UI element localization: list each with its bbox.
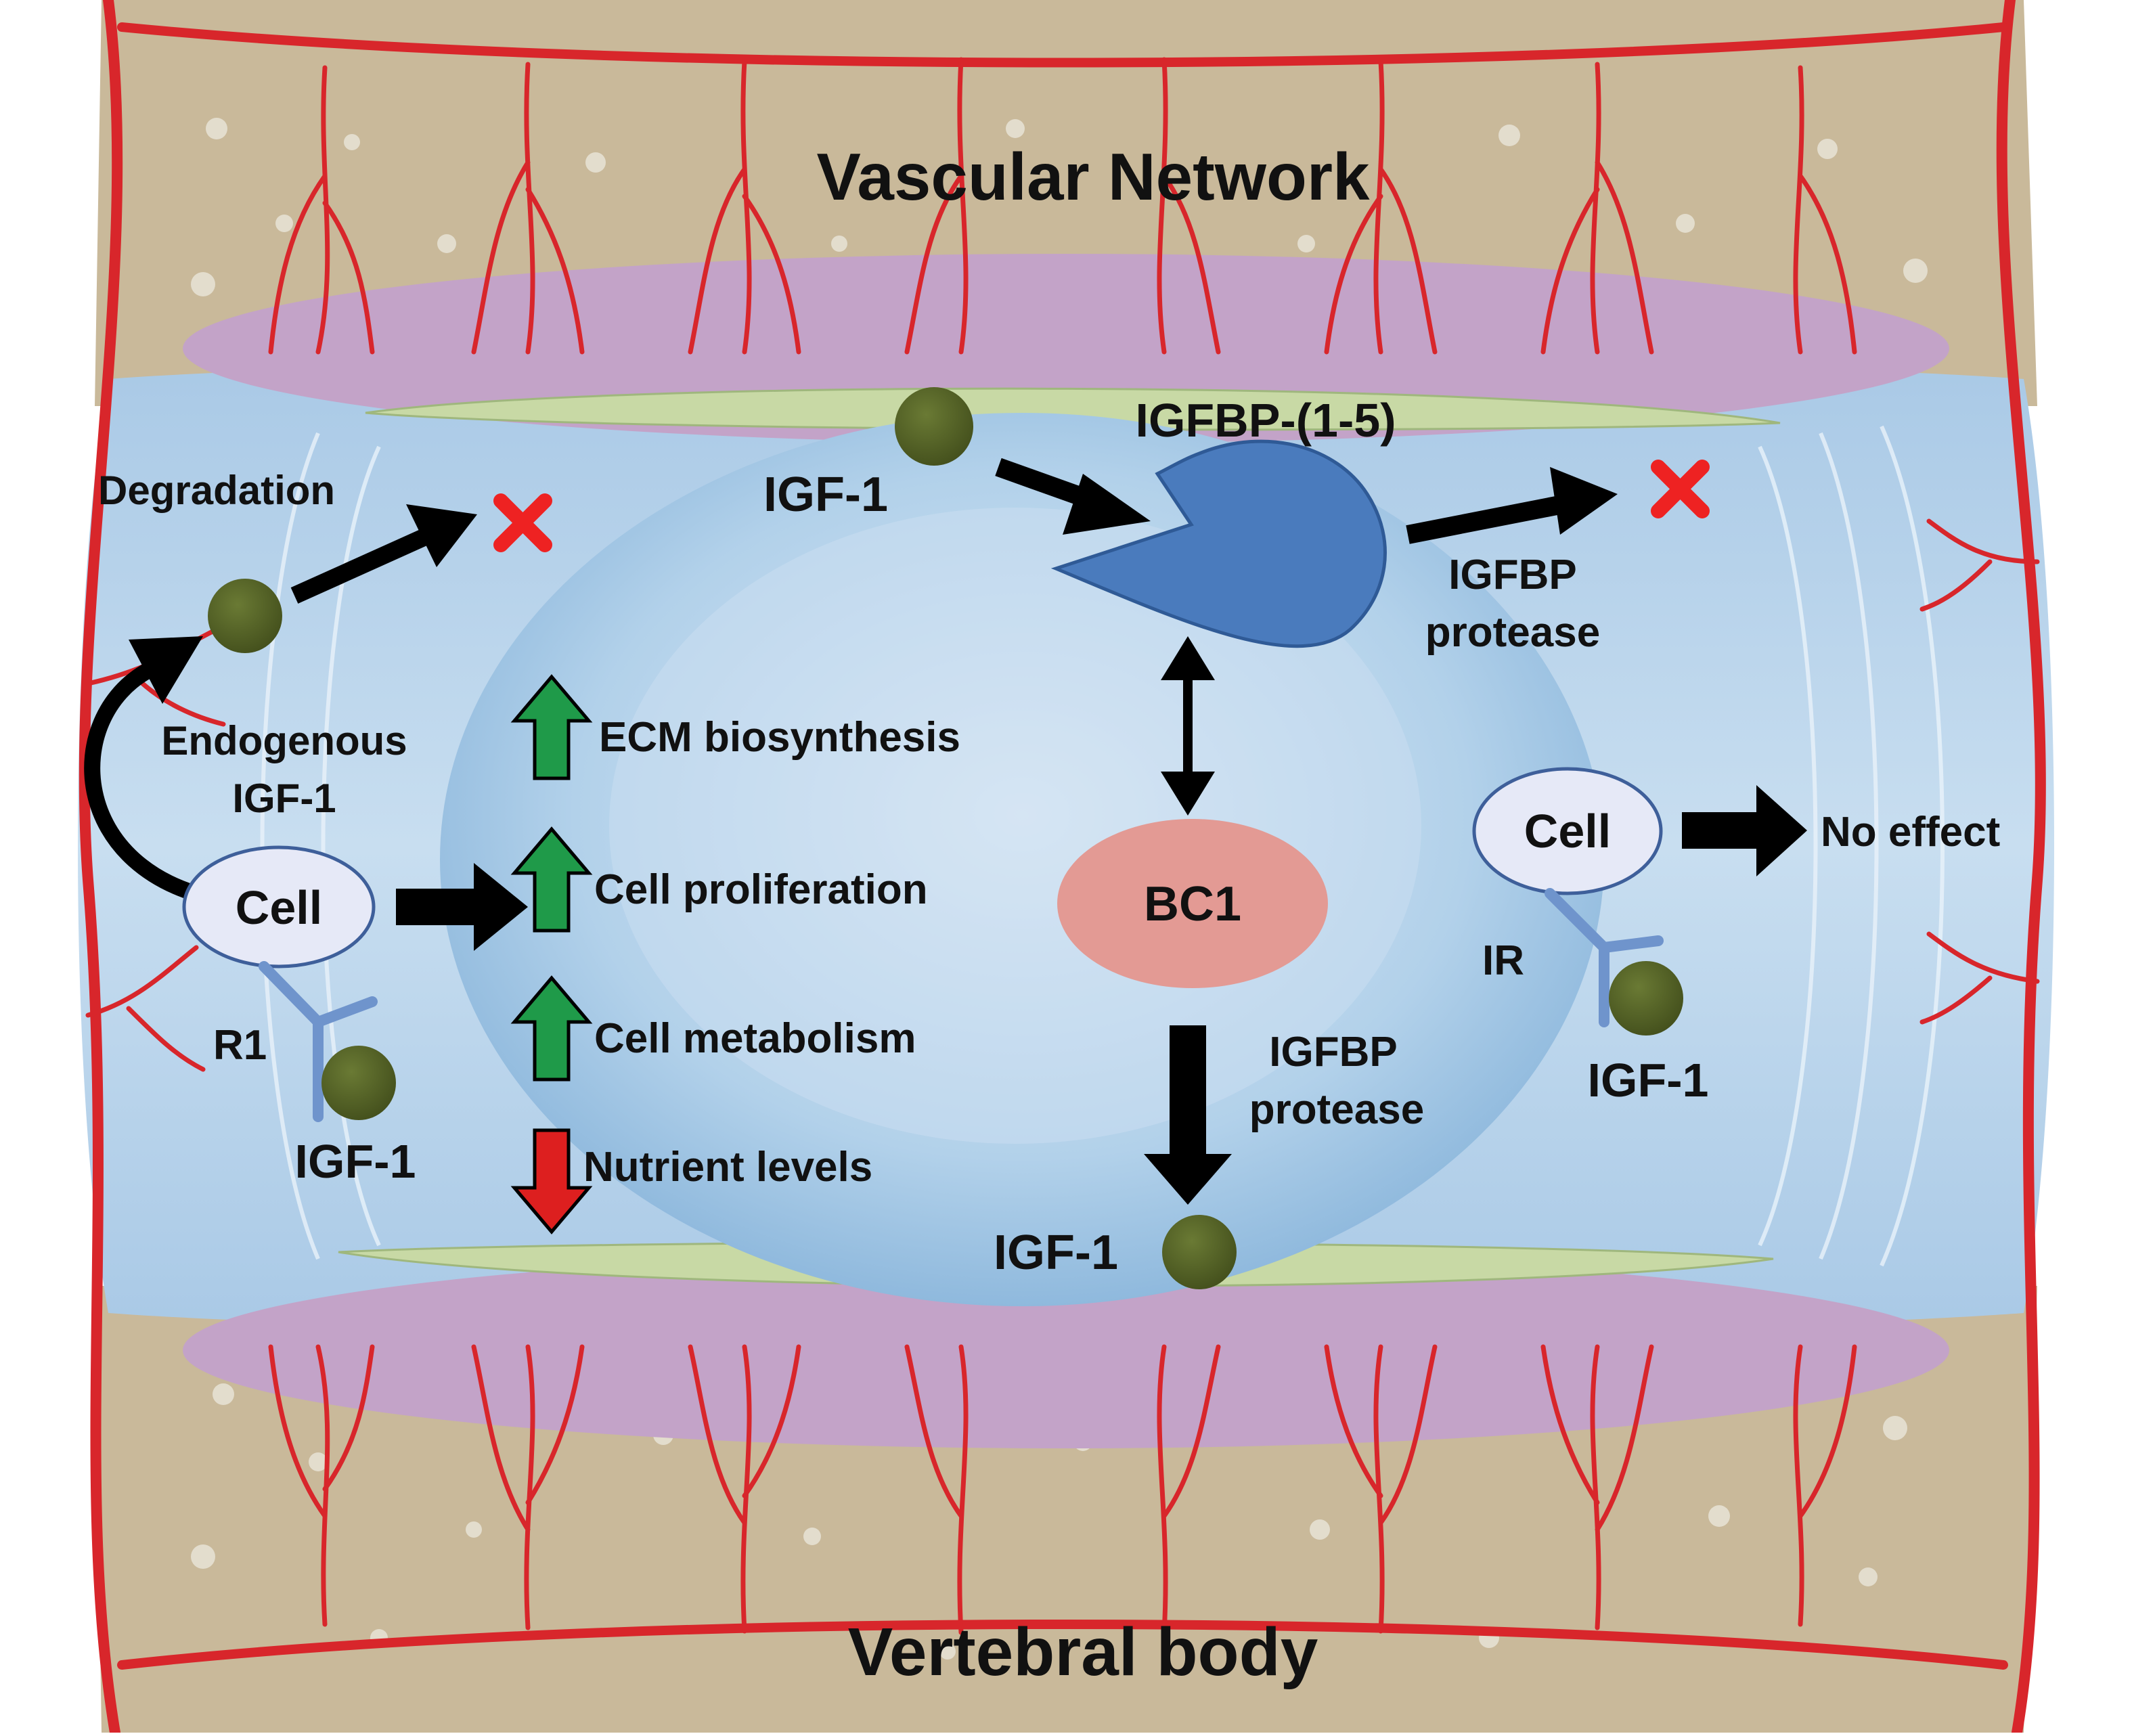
proliferation-up-arrow	[510, 826, 593, 933]
cell-left: Cell	[182, 845, 376, 969]
r1-receptor	[259, 961, 378, 1122]
igf1-left-bottom-label: IGF-1	[295, 1135, 416, 1188]
protease-x-mark	[1651, 460, 1710, 518]
igfbp-protein-shape	[1050, 439, 1387, 648]
bc1-complex: BC1	[1057, 819, 1328, 988]
bc1-label: BC1	[1144, 877, 1241, 931]
igf1-degraded-dot	[208, 579, 282, 653]
metabolism-up-arrow	[510, 975, 593, 1082]
igf1-released-dot	[1162, 1215, 1237, 1289]
upper-endplate	[183, 254, 1949, 443]
cell-metabolism-label: Cell metabolism	[594, 1015, 916, 1062]
ir-label: IR	[1482, 937, 1524, 984]
ecm-biosynthesis-label: ECM biosynthesis	[599, 714, 960, 761]
vascular-network	[79, 0, 2046, 1736]
igf1-top-label: IGF-1	[763, 468, 888, 522]
igfbp-protease-right-label-1: IGFBP	[1448, 552, 1576, 598]
curved-arrow-endogenous	[84, 636, 225, 908]
igf1-bound-right-dot	[1609, 961, 1683, 1036]
igf1-top-dot	[895, 387, 973, 466]
r1-label: R1	[213, 1022, 267, 1069]
arrow-igf1-to-igfbp	[995, 458, 1151, 535]
ecm-up-arrow	[510, 674, 593, 780]
igfbp-protease-center-label-1: IGFBP	[1269, 1029, 1397, 1075]
cell-proliferation-label: Cell proliferation	[594, 866, 928, 913]
ir-receptor	[1545, 888, 1664, 1027]
igfbp-protease-center-label-2: protease	[1249, 1086, 1424, 1133]
cell-right: Cell	[1472, 767, 1663, 895]
arrow-cell-to-no-effect	[1682, 785, 1807, 876]
cell-left-label: Cell	[236, 881, 322, 934]
degradation-label: Degradation	[98, 468, 335, 513]
igf1-center-bottom-label: IGF-1	[994, 1226, 1118, 1280]
arrow-igfbp-to-protease	[1406, 467, 1618, 544]
endogenous-label-1: Endogenous	[161, 718, 407, 763]
nutrient-levels-label: Nutrient levels	[583, 1144, 872, 1190]
arrow-to-degradation	[290, 504, 477, 604]
double-arrow-igfbp-bc1	[1161, 636, 1215, 816]
arrow-cell-to-effects	[396, 863, 528, 951]
igf1-bound-left-dot	[321, 1046, 396, 1120]
arrow-bc1-to-igf1	[1144, 1025, 1232, 1205]
vascular-network-label: Vascular Network	[816, 139, 1370, 214]
vertebral-body-label: Vertebral body	[848, 1614, 1318, 1690]
cell-right-label: Cell	[1524, 805, 1611, 858]
endogenous-label-2: IGF-1	[232, 776, 336, 821]
igfbp-label: IGFBP-(1-5)	[1136, 394, 1396, 447]
no-effect-label: No effect	[1821, 809, 2000, 855]
igfbp-protease-right-label-2: protease	[1425, 609, 1600, 656]
igf1-right-bottom-label: IGF-1	[1588, 1054, 1709, 1107]
nutrient-down-arrow	[510, 1128, 593, 1234]
degradation-x-mark	[493, 493, 552, 552]
